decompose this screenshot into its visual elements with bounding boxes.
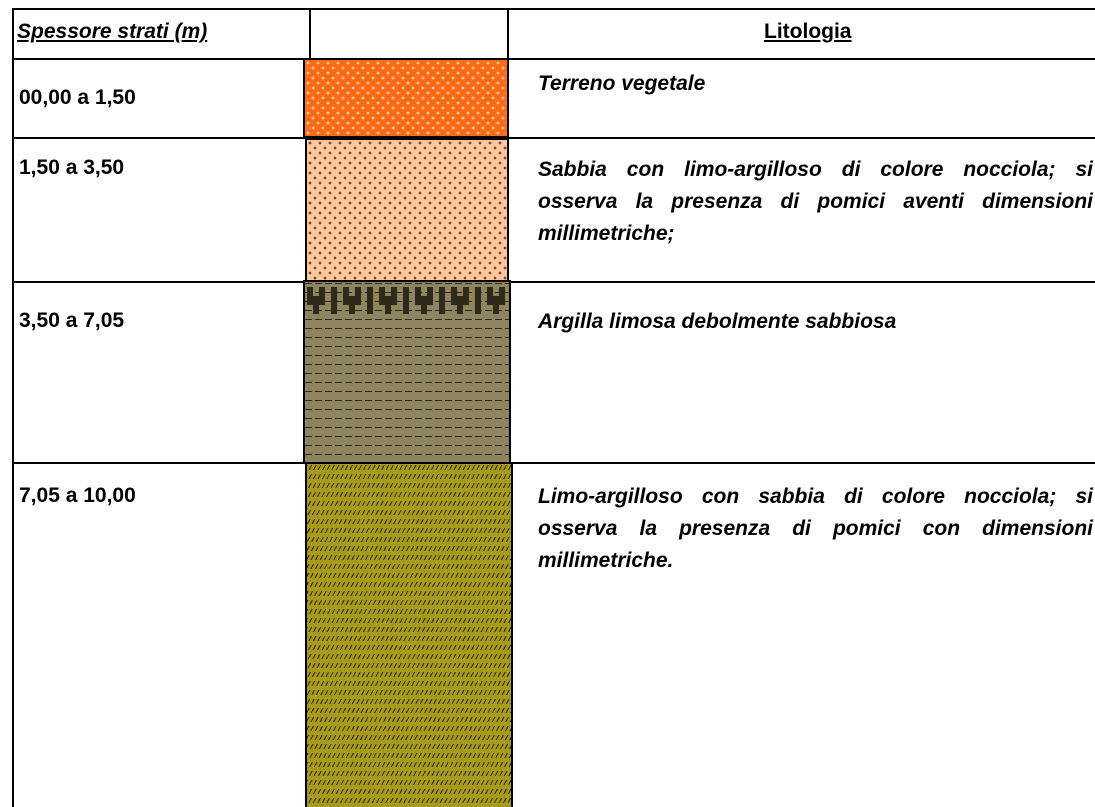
layer-1-column-vegetal-soil [303,58,509,138]
row-rule-1 [12,137,1095,139]
header-lithology: Litologia [764,20,852,43]
layer-2-description: Sabbia con limo-argilloso di colore nocc… [538,158,1093,245]
table-border-left [12,8,14,807]
layer-1-description: Terreno vegetale [538,72,706,95]
table-border-top [12,8,1095,10]
header-thickness: Spessore strati (m) [17,20,208,43]
column-divider-2 [507,8,509,58]
layer-2-depth: 1,50 a 3,50 [19,156,125,179]
layer-1-depth: 00,00 a 1,50 [19,86,136,109]
header-rule [12,58,1095,60]
column-divider-1 [309,8,311,58]
layer-2-column-sand [305,138,509,282]
layer-3-column-clay [303,280,511,464]
layer-3-description: Argilla limosa debolmente sabbiosa [538,310,897,333]
layer-4-column-silt [305,462,513,807]
clay-dash-pattern [305,282,509,462]
layer-3-depth: 3,50 a 7,05 [19,309,125,332]
layer-4-depth: 7,05 a 10,00 [19,484,136,507]
row-rule-3 [12,462,1095,464]
silt-hatch-pattern [307,464,511,807]
layer-4-description: Limo-argilloso con sabbia di colore nocc… [538,485,1093,572]
row-rule-2 [12,281,1095,283]
